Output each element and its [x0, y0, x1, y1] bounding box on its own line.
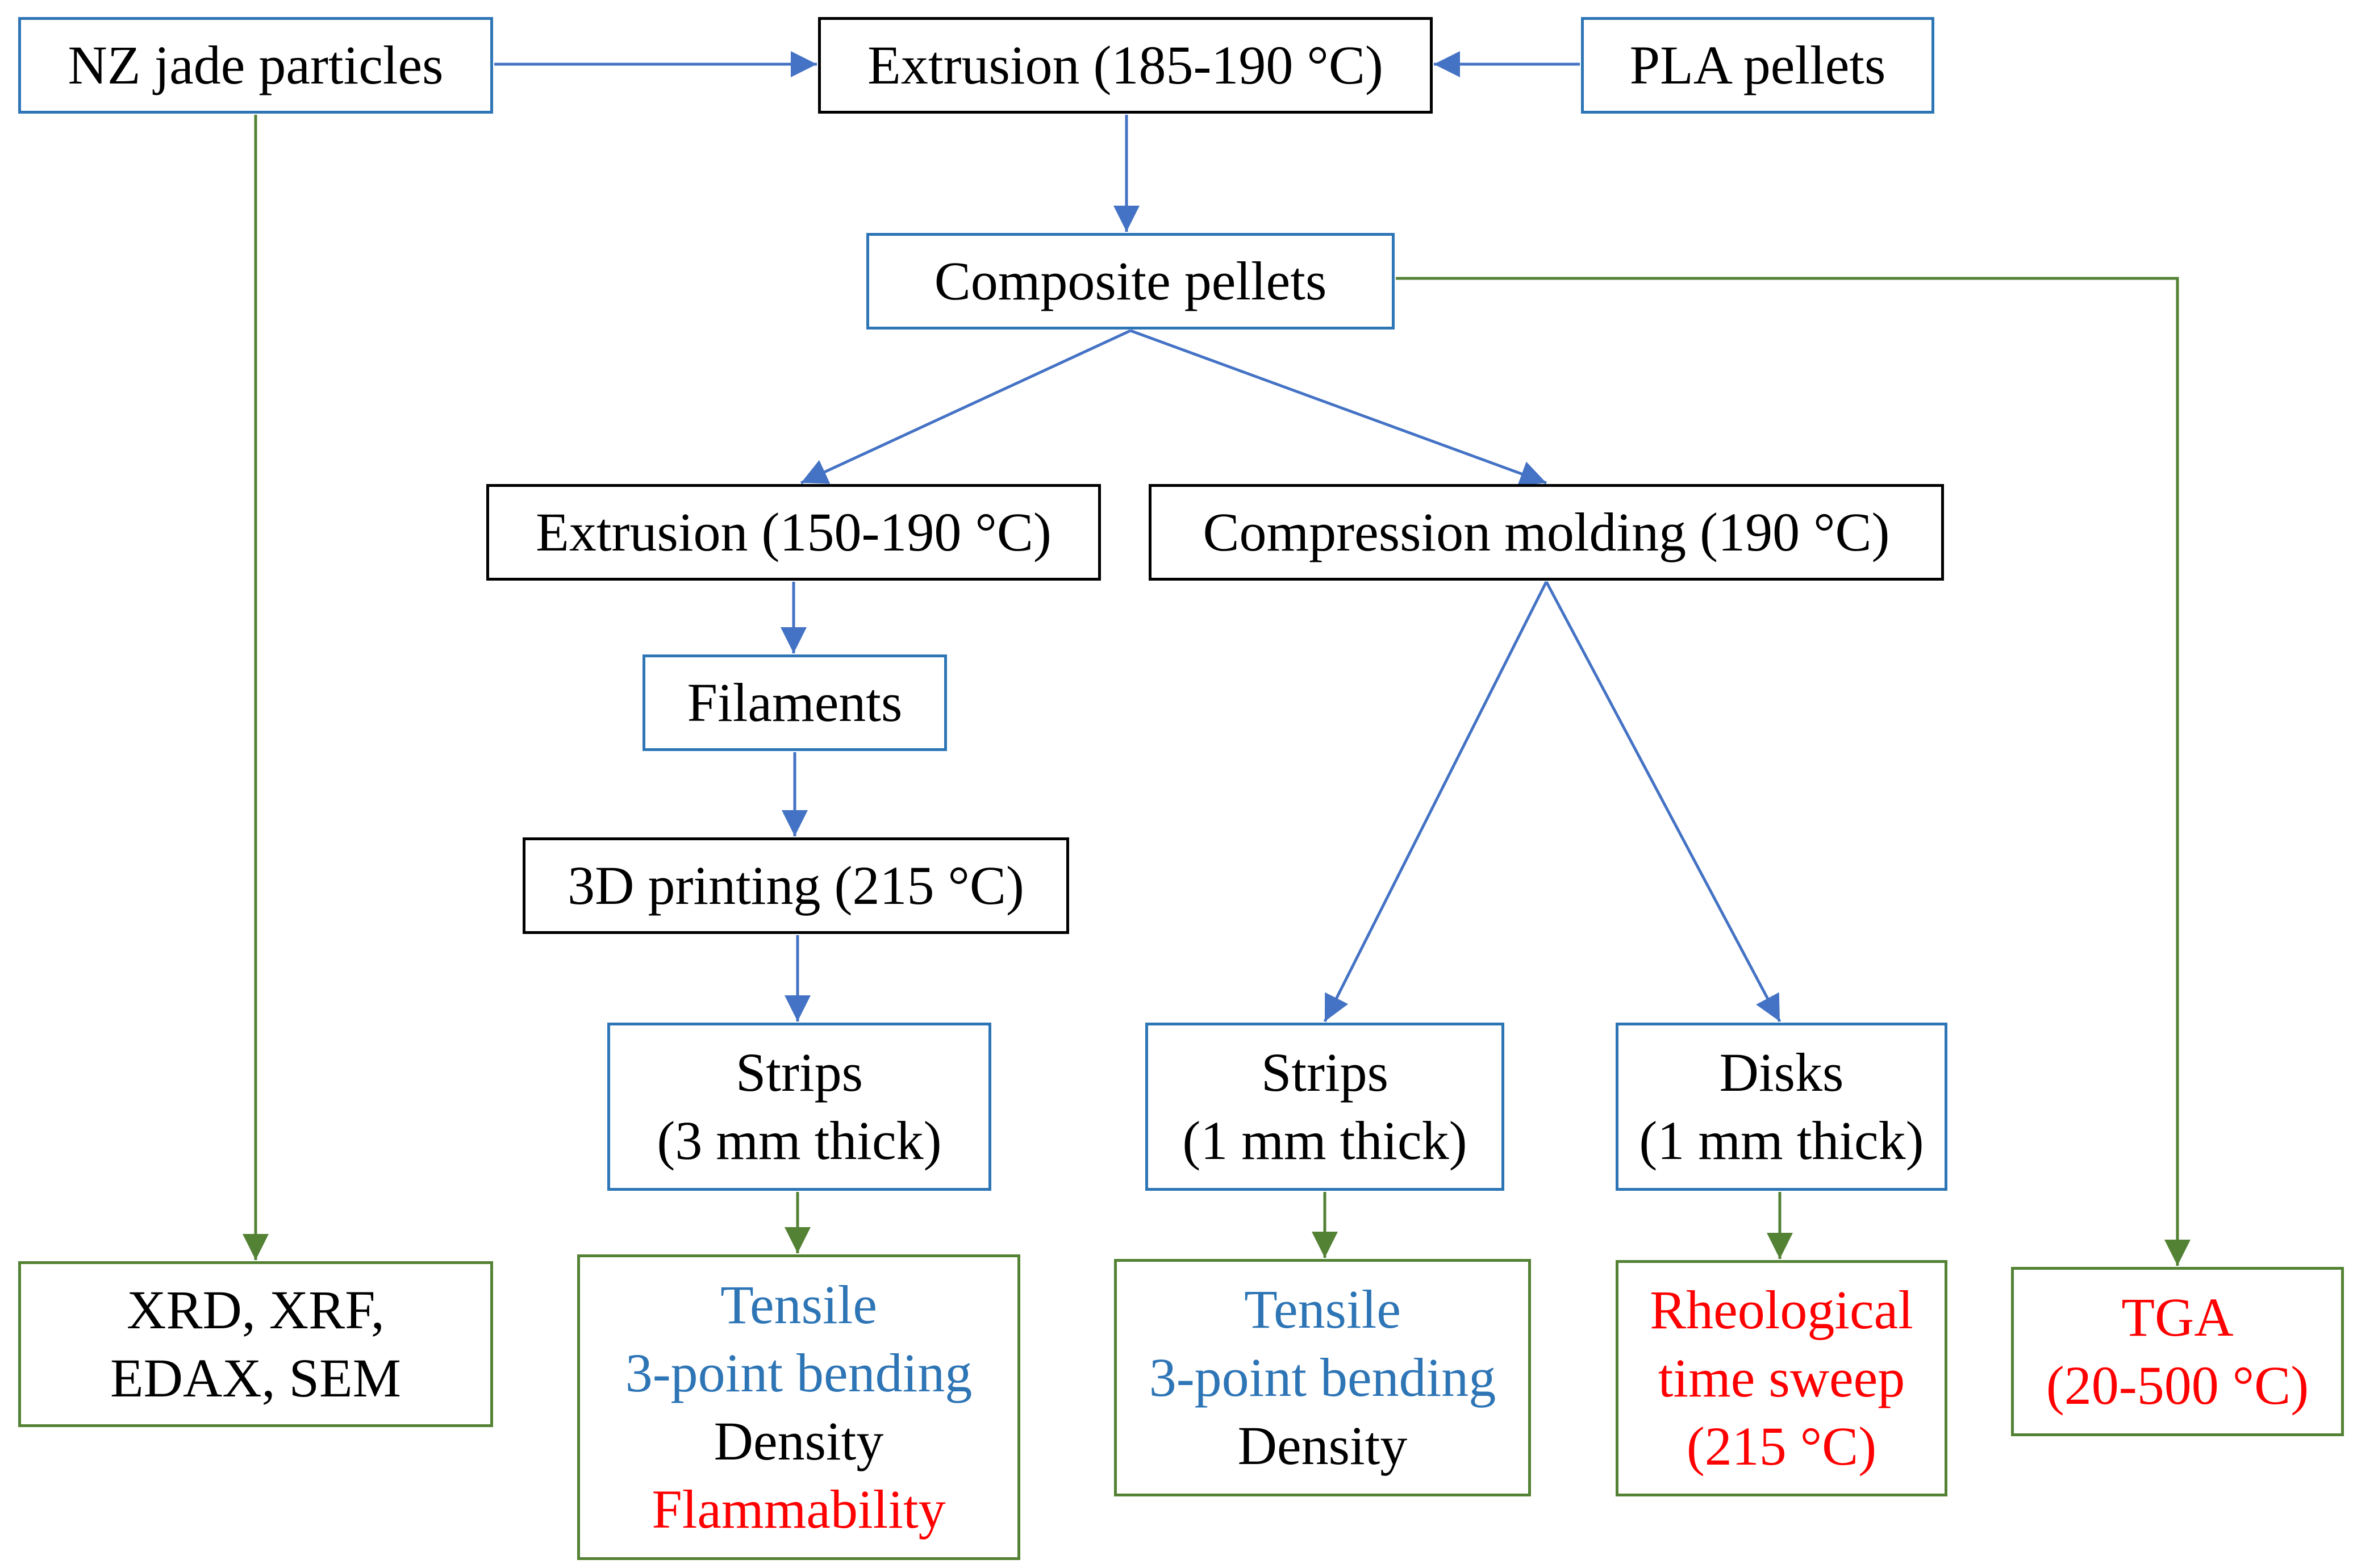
arrow-compression-molding-to-strips-1mm [1323, 581, 1548, 1023]
test-label-time-sweep: time sweep [1658, 1348, 1905, 1408]
node-label: Extrusion (150-190 °C) [536, 502, 1052, 562]
node-composite-pellets: Composite pellets [866, 233, 1395, 330]
node-label: Strips [1261, 1042, 1389, 1103]
node-strips-3mm: Strips (3 mm thick) [607, 1023, 991, 1191]
node-test-particle-characterization: XRD, XRF, EDAX, SEM [18, 1261, 493, 1427]
test-label-tga-range: (20-500 °C) [2046, 1355, 2309, 1416]
test-label: XRD, XRF, [127, 1279, 385, 1340]
node-label: (3 mm thick) [657, 1110, 942, 1171]
node-label: Strips [735, 1042, 863, 1103]
node-label: PLA pellets [1629, 35, 1886, 95]
node-filaments: Filaments [643, 654, 947, 751]
test-label-temperature: (215 °C) [1686, 1416, 1877, 1477]
node-pla-pellets: PLA pellets [1581, 17, 1934, 114]
node-label: Filaments [687, 672, 903, 733]
arrow-compression-molding-to-disks-1mm [1545, 581, 1782, 1023]
node-test-tga: TGA (20-500 °C) [2011, 1267, 2344, 1436]
test-label-tga: TGA [2121, 1287, 2234, 1348]
node-test-rheological: Rheological time sweep (215 °C) [1616, 1260, 1947, 1496]
arrow-composite-pellets-to-compression-molding [1130, 329, 1547, 486]
node-label: NZ jade particles [68, 35, 444, 95]
node-extrusion-150-190: Extrusion (150-190 °C) [486, 484, 1101, 581]
test-label-tensile: Tensile [720, 1274, 877, 1335]
test-label-flammability: Flammability [652, 1479, 946, 1540]
node-test-strips-1mm: Tensile 3-point bending Density [1114, 1259, 1531, 1496]
node-label: Compression molding (190 °C) [1203, 502, 1890, 562]
node-compression-molding: Compression molding (190 °C) [1149, 484, 1944, 581]
node-label: Composite pellets [934, 251, 1327, 311]
test-label-tensile: Tensile [1244, 1279, 1401, 1340]
node-label: Disks [1719, 1042, 1844, 1103]
arrow-composite-pellets-to-test-tga [1396, 277, 2191, 1266]
node-strips-1mm: Strips (1 mm thick) [1145, 1023, 1504, 1191]
node-extrusion-185-190: Extrusion (185-190 °C) [818, 17, 1433, 114]
test-label-density: Density [1237, 1415, 1408, 1476]
node-3d-printing: 3D printing (215 °C) [523, 837, 1069, 934]
test-label-rheological: Rheological [1650, 1279, 1913, 1340]
test-label-density: Density [714, 1411, 884, 1471]
node-nz-jade-particles: NZ jade particles [18, 17, 493, 114]
node-label: (1 mm thick) [1182, 1110, 1467, 1171]
node-label: 3D printing (215 °C) [568, 855, 1024, 916]
node-label: (1 mm thick) [1639, 1110, 1924, 1171]
test-label: EDAX, SEM [110, 1348, 401, 1408]
node-disks-1mm: Disks (1 mm thick) [1616, 1023, 1947, 1191]
node-test-strips-3mm: Tensile 3-point bending Density Flammabi… [577, 1254, 1020, 1560]
test-label-bending: 3-point bending [1149, 1347, 1496, 1408]
node-label: Extrusion (185-190 °C) [867, 35, 1383, 95]
arrow-composite-pellets-to-extrusion-2 [800, 329, 1132, 485]
test-label-bending: 3-point bending [625, 1342, 973, 1403]
